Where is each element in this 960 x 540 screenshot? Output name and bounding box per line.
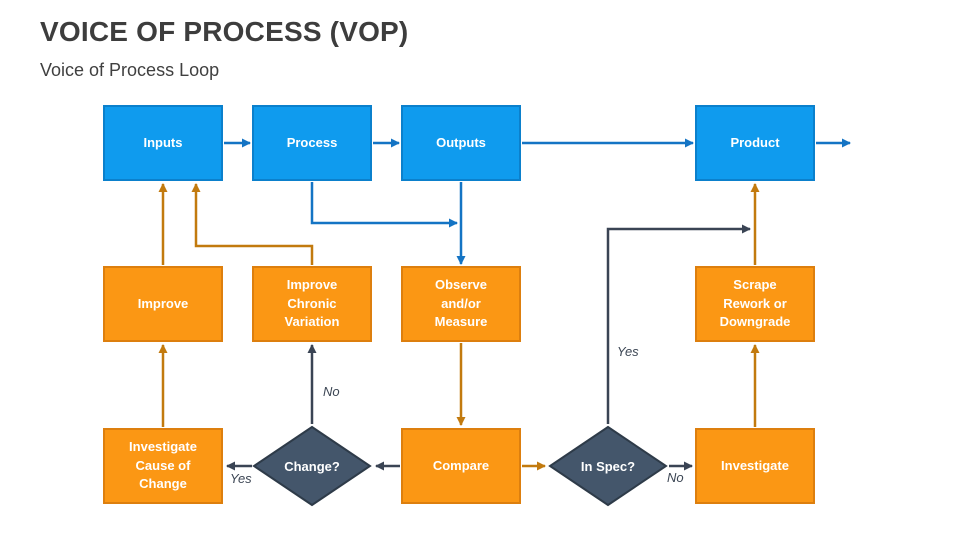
decision-in-spec-label: In Spec? xyxy=(580,458,636,474)
node-improve-chronic-variation: Improve Chronic Variation xyxy=(252,266,372,342)
node-scrape-rework-downgrade-label: Scrape Rework or Downgrade xyxy=(719,277,791,330)
node-observe-measure-label: Observe and/or Measure xyxy=(434,277,488,330)
edge-label-change-no: No xyxy=(323,384,340,399)
decision-change-shape xyxy=(252,425,372,507)
edge-label-change-yes: Yes xyxy=(230,471,252,486)
node-scrape-rework-downgrade: Scrape Rework or Downgrade xyxy=(695,266,815,342)
node-inputs: Inputs xyxy=(103,105,223,181)
node-compare: Compare xyxy=(401,428,521,504)
node-improve-label: Improve xyxy=(137,295,189,311)
node-product: Product xyxy=(695,105,815,181)
decision-in-spec-shape xyxy=(548,425,668,507)
node-investigate-label: Investigate xyxy=(721,457,789,473)
decision-in-spec: In Spec? xyxy=(548,425,668,507)
node-improve: Improve xyxy=(103,266,223,342)
edge-label-in-spec-no: No xyxy=(667,470,684,485)
node-investigate-cause: Investigate Cause of Change xyxy=(103,428,223,504)
edge-in-spec-yes-product xyxy=(606,224,751,424)
node-outputs: Outputs xyxy=(401,105,521,181)
node-improve-chronic-variation-label: Improve Chronic Variation xyxy=(284,277,340,330)
page-title: VOICE OF PROCESS (VOP) xyxy=(40,16,409,47)
edge-chronic-variation-inputs xyxy=(191,183,314,265)
decision-change-label: Change? xyxy=(284,458,340,474)
node-investigate-cause-label: Investigate Cause of Change xyxy=(129,439,197,492)
node-product-label: Product xyxy=(730,134,780,150)
node-investigate: Investigate xyxy=(695,428,815,504)
node-observe-measure: Observe and/or Measure xyxy=(401,266,521,342)
node-inputs-label: Inputs xyxy=(143,134,183,150)
decision-change: Change? xyxy=(252,425,372,507)
node-process-label: Process xyxy=(286,134,338,150)
edge-process-observe-join xyxy=(310,182,458,228)
node-outputs-label: Outputs xyxy=(436,134,486,150)
node-process: Process xyxy=(252,105,372,181)
page-subtitle: Voice of Process Loop xyxy=(40,60,220,80)
edge-label-in-spec-yes: Yes xyxy=(617,344,639,359)
node-compare-label: Compare xyxy=(432,457,490,473)
